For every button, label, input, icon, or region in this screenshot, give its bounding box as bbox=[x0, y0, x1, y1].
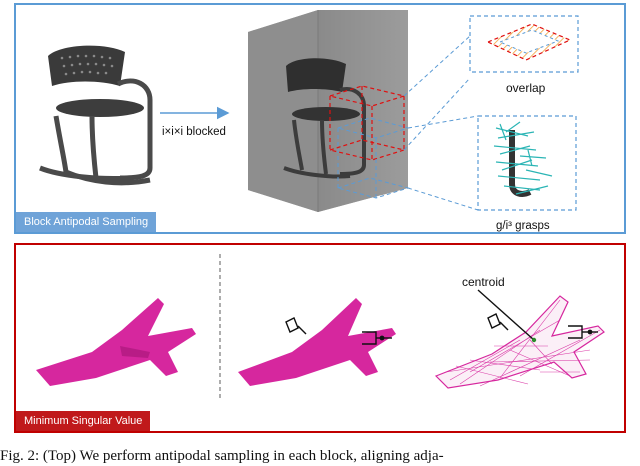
grasps-inset bbox=[477, 115, 577, 211]
red-block-outline bbox=[327, 85, 407, 161]
chair-in-box bbox=[283, 58, 366, 179]
figure-illustrations: i×i×i blocked overlap bbox=[36, 10, 605, 400]
grasps-label: g/i³ grasps bbox=[496, 220, 550, 232]
minimum-singular-value-panel: Minimum Singular Value bbox=[14, 243, 626, 433]
blue-block-outline bbox=[336, 35, 479, 211]
blocked-label: i×i×i blocked bbox=[162, 126, 226, 138]
block-antipodal-sampling-panel: Block Antipodal Sampling bbox=[14, 3, 626, 234]
overlap-inset bbox=[469, 15, 579, 73]
panel-title-bottom: Minimum Singular Value bbox=[16, 411, 151, 431]
chair-illustration bbox=[39, 45, 153, 186]
overlap-label: overlap bbox=[506, 81, 546, 95]
panel-title-top: Block Antipodal Sampling bbox=[16, 212, 157, 232]
jet-model-plain bbox=[36, 298, 196, 386]
centroid-label: centroid bbox=[462, 275, 505, 289]
jet-model-wireframe bbox=[434, 289, 605, 389]
jet-model-grasp bbox=[238, 298, 396, 386]
figure-caption: Fig. 2: (Top) We perform antipodal sampl… bbox=[0, 448, 444, 464]
